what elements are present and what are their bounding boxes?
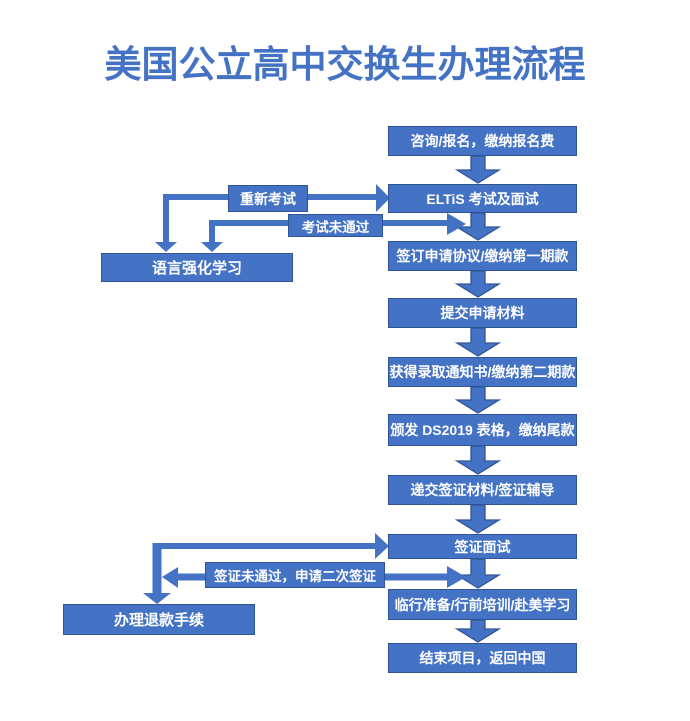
step-ds2019-form: 颁发 DS2019 表格，缴纳尾款 [388,414,577,446]
arrow-down-step8-step9 [454,558,502,589]
arrowhead-right-exam-failed [447,213,466,235]
arrowhead-right-into-visa-interview [375,533,389,559]
page-title: 美国公立高中交换生办理流程 [104,44,586,85]
arrow-down-step1-step2 [454,155,502,184]
step-end-program: 结束项目，返回中国 [388,643,577,673]
label-retake-exam: 重新考试 [228,185,308,212]
arrow-down-step3-step4 [454,270,502,298]
arrow-down-step2-step3 [454,212,502,241]
connector-refund-path [143,533,389,604]
arrowhead-down-into-refund [143,593,171,604]
step-refund: 办理退款手续 [63,604,255,635]
label-exam-failed: 考试未通过 [288,214,383,237]
step-eltis-exam: ELTiS 考试及面试 [388,184,577,213]
arrow-down-step9-step10 [454,619,502,643]
label-visa-failed-second-visa: 签证未通过，申请二次签证 [205,562,385,588]
step-pre-departure: 临行准备/行前培训/赴美学习 [388,589,577,620]
step-sign-agreement: 签订申请协议/缴纳第一期款 [388,241,577,271]
arrowhead-right-visa-failed [447,566,466,588]
arrowhead-down-into-language-study-right [201,242,223,252]
step-language-study: 语言强化学习 [101,253,293,282]
arrow-down-step7-step8 [454,504,502,534]
step-visa-interview: 签证面试 [388,534,577,559]
step-consult-register: 咨询/报名，缴纳报名费 [388,126,577,156]
arrow-down-step5-step6 [454,386,502,414]
arrowhead-left-visa-failed [162,567,178,588]
arrowhead-right-into-eltis [376,184,390,212]
arrowhead-down-into-language-study-left [155,242,177,252]
arrow-down-step6-step7 [454,445,502,475]
arrow-down-step4-step5 [454,327,502,357]
step-admission-letter: 获得录取通知书/缴纳第二期款 [388,357,577,387]
step-visa-materials: 递交签证材料/签证辅导 [388,475,577,505]
step-submit-materials: 提交申请材料 [388,298,577,328]
